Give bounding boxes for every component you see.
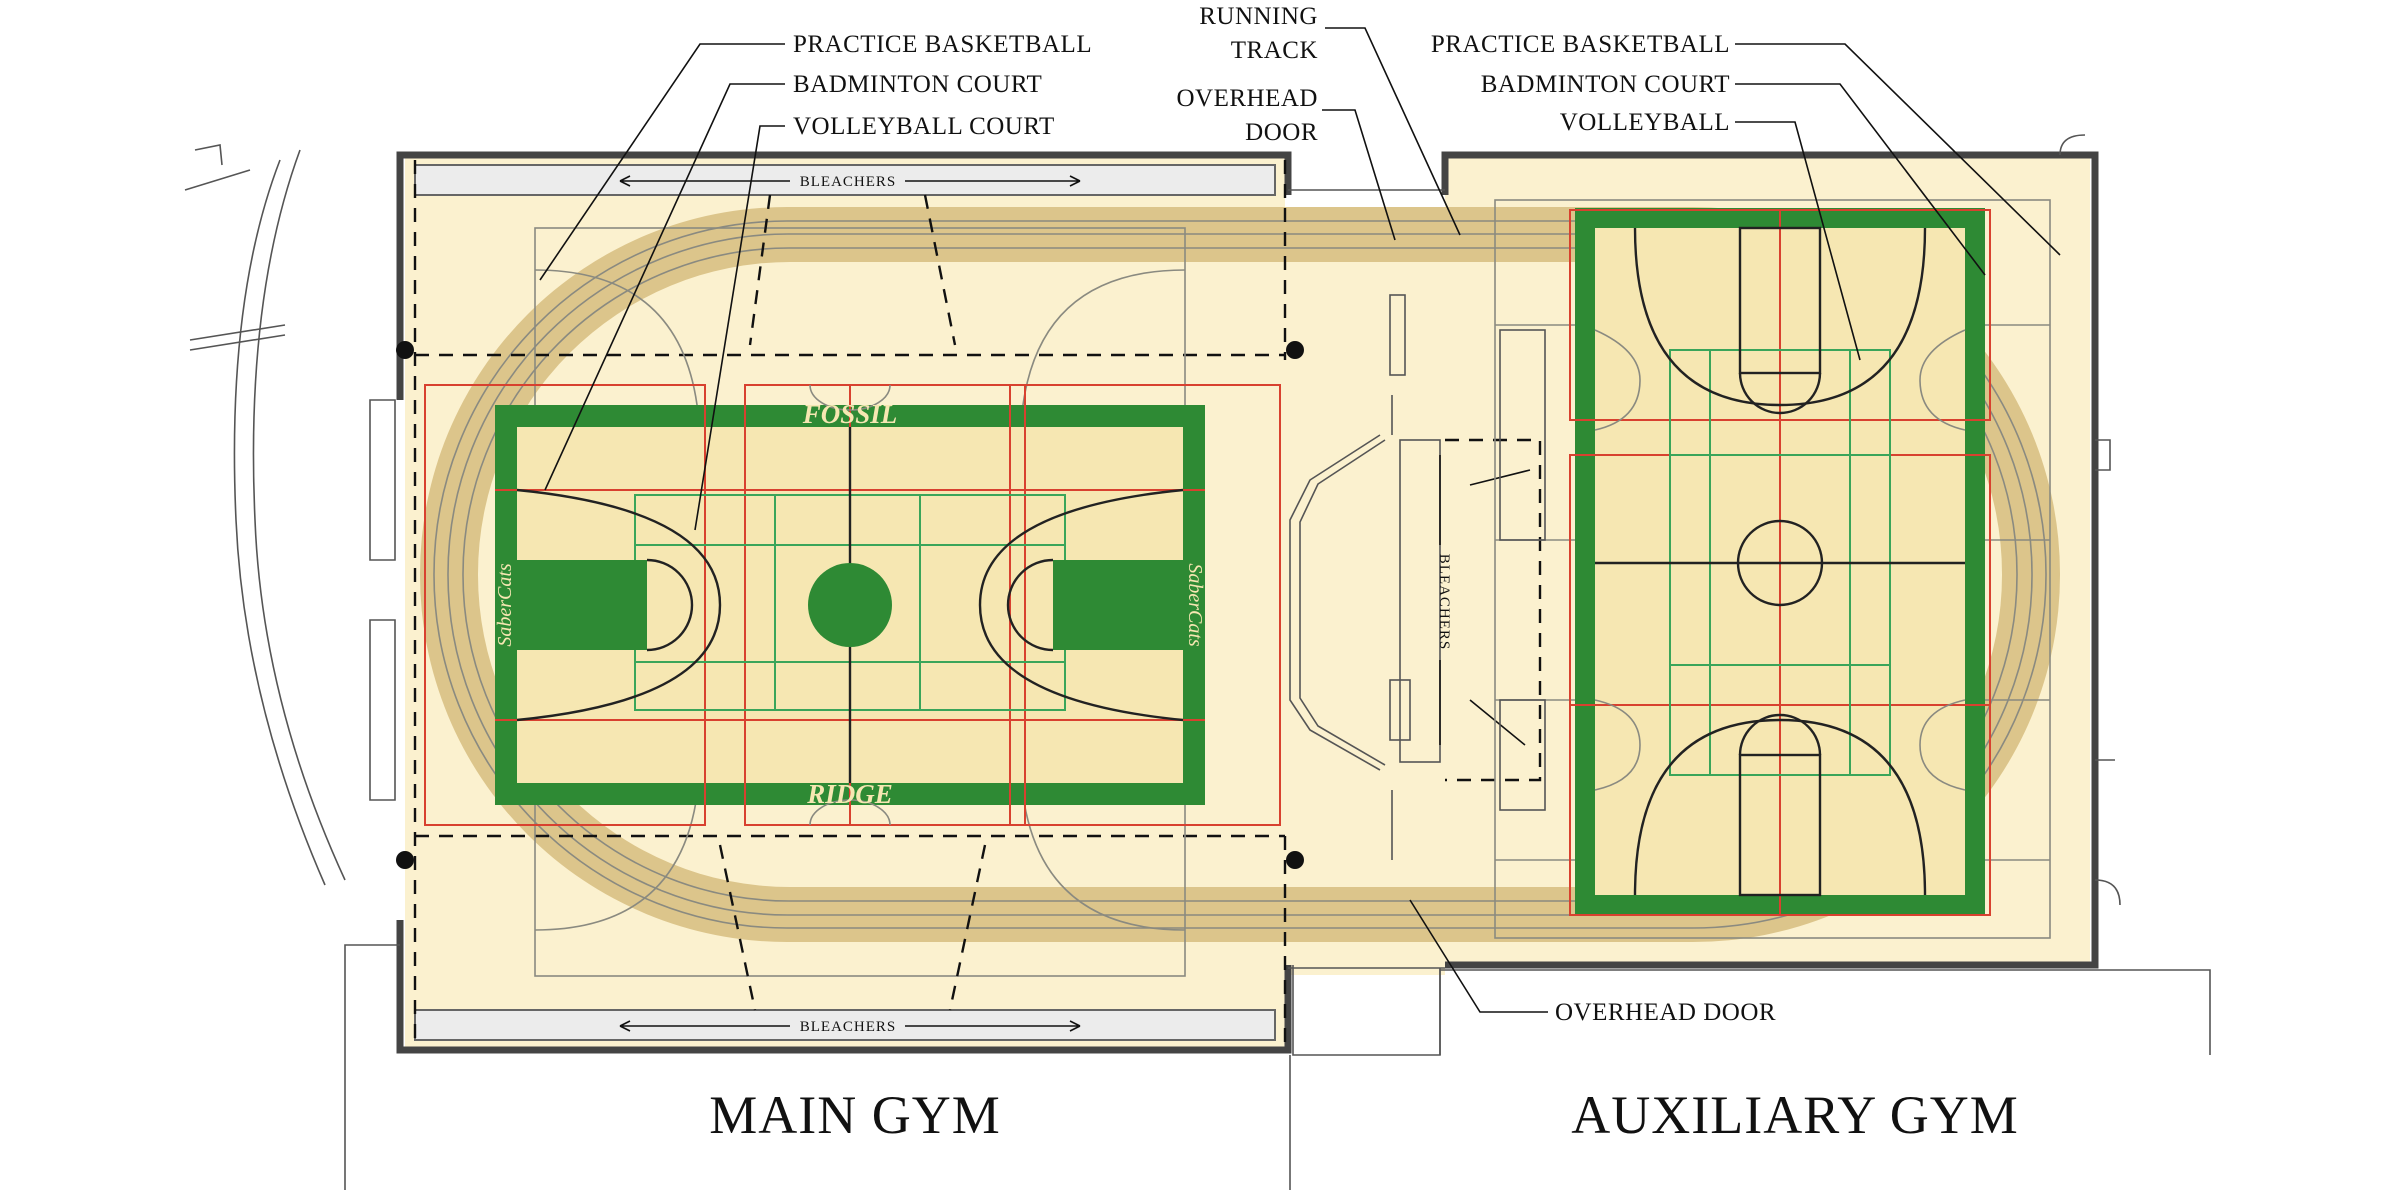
bleachers-bottom-label: BLEACHERS [800,1019,897,1035]
callout-overhead-door-bottom: OVERHEAD DOOR [1555,999,1776,1026]
callout-main-volleyball-court: VOLLEYBALL COURT [793,113,1055,140]
bleachers-top-marker [619,175,1081,187]
court-text-fossil: FOSSIL [802,399,898,429]
callout-overhead-door-line1: OVERHEAD [1177,85,1319,112]
callout-overhead-door-line2: DOOR [1245,119,1318,146]
callout-aux-badminton-court: BADMINTON COURT [1481,71,1730,98]
bleachers-bottom-leaders [718,844,987,1011]
main-gym-dashed-lines [396,160,1304,1045]
bleachers-top-label: BLEACHERS [800,174,897,190]
callout-aux-volleyball: VOLLEYBALL [1560,109,1730,136]
callout-aux-practice-basketball: PRACTICE BASKETBALL [1431,31,1730,58]
bleachers-top-leaders [748,194,957,346]
callout-leaders [539,27,2061,1013]
callout-main-practice-basketball: PRACTICE BASKETBALL [793,31,1092,58]
walls [184,134,2211,1190]
callout-running-track-line1: RUNNING [1199,3,1318,30]
bleachers-top-strip [414,164,1276,196]
court-text-sabercats-left: SaberCats [494,563,516,647]
main-gym-court [424,384,1281,826]
title-main-gym: MAIN GYM [709,1085,1001,1145]
center-bleacher-pod [1289,294,1542,860]
bleachers-bottom-marker [619,1020,1081,1032]
bleachers-center-label: BLEACHERS [1436,554,1452,651]
court-text-ridge: RIDGE [806,779,893,809]
callout-running-track-line2: TRACK [1231,37,1318,64]
callout-main-badminton-court: BADMINTON COURT [793,71,1042,98]
court-text-sabercats-right: SaberCats [1184,563,1206,647]
aux-gym-court [1569,208,1991,916]
title-auxiliary-gym: AUXILIARY GYM [1571,1085,2018,1145]
